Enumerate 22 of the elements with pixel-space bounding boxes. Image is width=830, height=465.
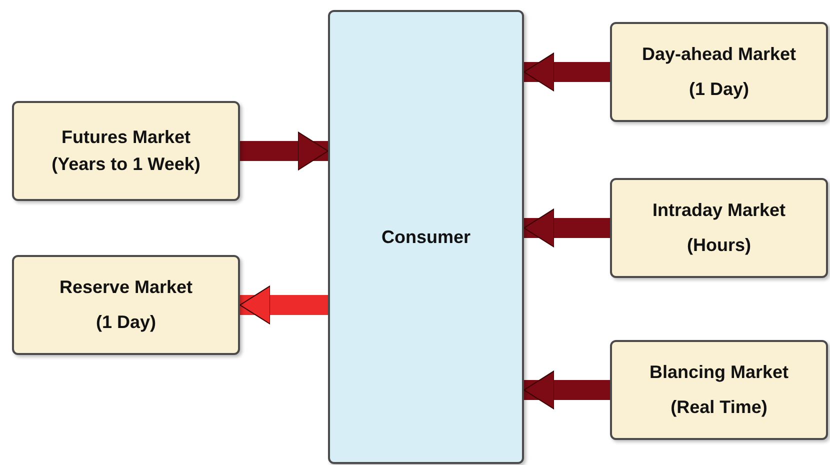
market-box bbox=[610, 340, 828, 440]
block-arrow bbox=[240, 286, 328, 324]
market-box bbox=[12, 255, 240, 355]
box-subtitle: (Years to 1 Week) bbox=[52, 154, 200, 175]
block-arrow bbox=[524, 370, 610, 410]
block-arrow bbox=[524, 208, 610, 248]
market-box bbox=[610, 178, 828, 278]
market-box bbox=[12, 101, 240, 201]
box-title: Day-ahead Market bbox=[642, 44, 796, 65]
box-title: Intraday Market bbox=[652, 200, 786, 221]
box-title: Blancing Market bbox=[649, 362, 789, 383]
box-subtitle: (Real Time) bbox=[670, 397, 768, 418]
box-title: Futures Market bbox=[61, 127, 191, 148]
consumer-box bbox=[328, 10, 524, 464]
box-title: Reserve Market bbox=[59, 277, 193, 298]
box-subtitle: (1 Day) bbox=[688, 79, 750, 100]
box-subtitle: (1 Day) bbox=[96, 312, 156, 333]
block-arrow bbox=[240, 132, 328, 170]
market-box bbox=[610, 22, 828, 122]
block-arrow bbox=[524, 52, 610, 92]
box-subtitle: (Hours) bbox=[687, 235, 751, 256]
box-title: Consumer bbox=[381, 226, 470, 248]
